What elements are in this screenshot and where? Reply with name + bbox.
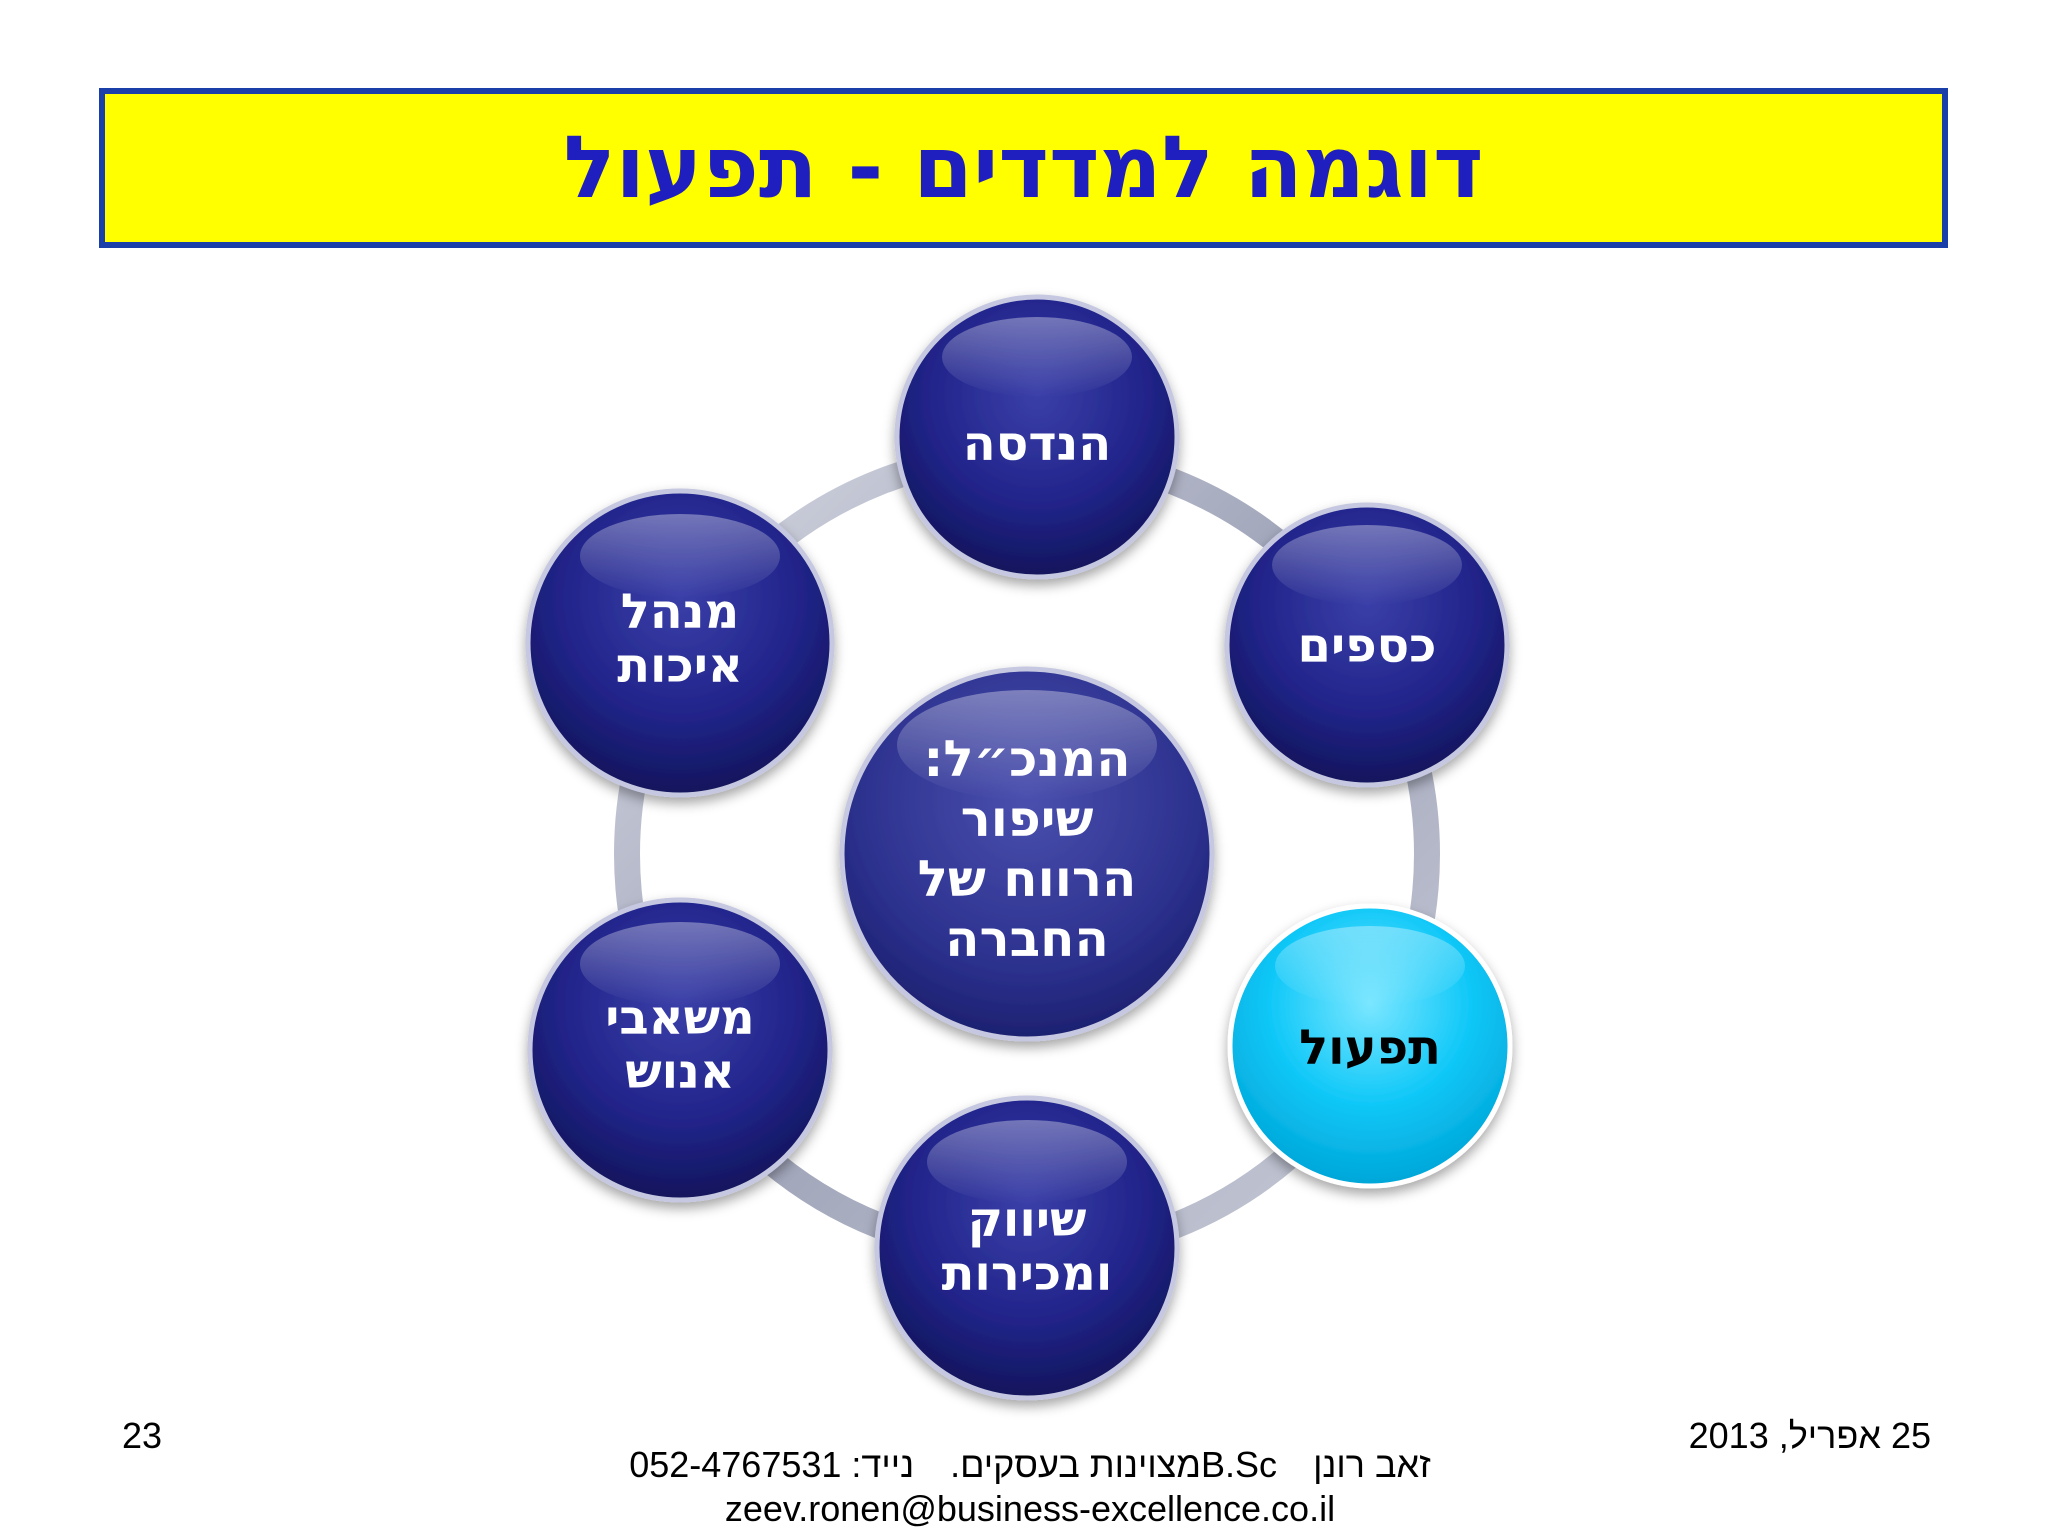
center-line-4: החברה [945,910,1109,968]
node-engineering-label: הנדסה [963,416,1112,472]
node-hr [527,897,833,1203]
footer-date: 25 אפריל, 2013 [1688,1415,1931,1456]
author-block: זאב רונן B.Scמצוינות בעסקים. נייד: 052-476… [560,1443,1500,1531]
title-box: דוגמה למדדים - תפעול [99,88,1948,248]
author-name: זאב רונן [1313,1444,1431,1485]
author-email: zeev.ronen@business-excellence.co.il [724,1488,1336,1529]
author-title: B.Scמצוינות בעסקים. [950,1444,1278,1485]
node-finance [1224,502,1510,788]
center-node [839,666,1215,1042]
node-hr-line-2: אנוש [625,1044,735,1100]
center-line-2: שיפור [961,790,1094,848]
node-operations [1227,903,1513,1189]
center-line-3: הרווח של [918,850,1137,908]
node-marketing-line-1: שיווק [968,1192,1087,1248]
node-quality [525,488,835,798]
author-phone: נייד: 052-4767531 [629,1444,915,1485]
node-marketing-line-2: ומכירות [942,1246,1113,1302]
node-engineering [894,294,1180,580]
node-finance-label: כספים [1298,618,1437,674]
center-line-1: המנכ״ל: [923,730,1130,788]
node-marketing [874,1095,1180,1401]
node-quality-line-1: מנהל [621,584,740,640]
node-operations-label: תפעול [1299,1020,1441,1076]
slide-title: דוגמה למדדים - תפעול [563,118,1484,218]
node-hr-line-1: משאבי [605,990,754,1046]
page-number: 23 [122,1415,163,1456]
author-line: זאב רונן B.Scמצוינות בעסקים. נייד: 052-476… [560,1443,1500,1487]
node-quality-line-2: איכות [617,638,743,694]
